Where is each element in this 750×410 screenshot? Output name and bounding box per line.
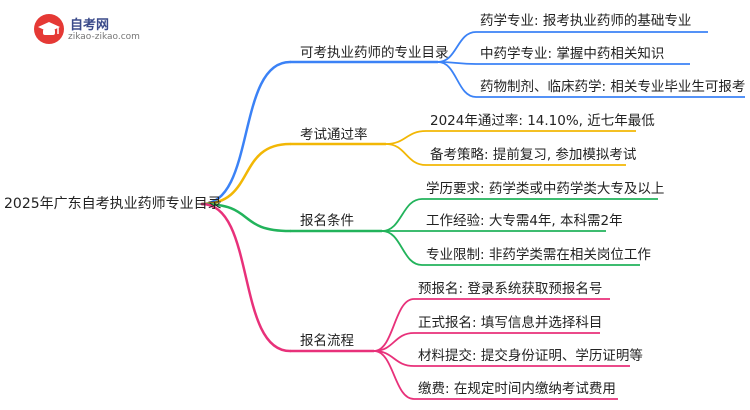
branch-connector: [200, 60, 292, 206]
leaf-label: 工作经验: 大专需4年, 本科需2年: [426, 213, 623, 229]
branch-label: 报名条件: [300, 213, 354, 229]
leaf-label: 药学专业: 报考执业药师的基础专业: [480, 13, 692, 29]
branch-label: 可考执业药师的专业目录: [300, 45, 449, 61]
leaf-connector: [373, 298, 415, 352]
leaf-label: 材料提交: 提交身份证明、学历证明等: [418, 348, 643, 364]
leaf-node: 备考策略: 提前复习, 参加模拟考试: [430, 146, 636, 164]
leaf-node: 正式报名: 填写信息并选择科目: [418, 314, 602, 332]
leaf-label: 缴费: 在规定时间内缴纳考试费用: [418, 381, 616, 397]
leaf-connector: [437, 31, 477, 63]
branch-connector: [200, 142, 292, 206]
logo-name: 自考网: [70, 18, 110, 33]
leaf-connector: [373, 350, 415, 400]
branch-connector: [200, 202, 292, 353]
leaf-node: 2024年通过率: 14.10%, 近七年最低: [430, 112, 655, 130]
leaf-label: 专业限制: 非药学类需在相关岗位工作: [426, 247, 651, 263]
branch-node-requirements: 报名条件: [300, 212, 354, 230]
leaf-connector: [385, 130, 427, 145]
branch-node-majors: 可考执业药师的专业目录: [300, 44, 449, 62]
leaf-connector: [381, 230, 423, 266]
graduation-cap-icon: [34, 14, 64, 44]
leaf-node: 缴费: 在规定时间内缴纳考试费用: [418, 380, 616, 398]
leaf-node: 材料提交: 提交身份证明、学历证明等: [418, 347, 643, 365]
leaf-connector: [437, 61, 477, 98]
branch-node-pass-rate: 考试通过率: [300, 126, 368, 144]
branch-label: 报名流程: [300, 333, 354, 349]
root-label: 2025年广东自考执业药师专业目录: [4, 196, 222, 212]
leaf-label: 预报名: 登录系统获取预报名号: [418, 281, 603, 297]
leaf-label: 药物制剂、临床药学: 相关专业毕业生可报考: [480, 79, 746, 95]
branch-label: 考试通过率: [300, 127, 368, 143]
leaf-connector: [385, 143, 427, 166]
leaf-node: 中药学专业: 掌握中药相关知识: [480, 45, 664, 63]
leaf-node: 预报名: 登录系统获取预报名号: [418, 280, 602, 298]
leaf-node: 学历要求: 药学类或中药学类大专及以上: [426, 180, 664, 198]
leaf-label: 正式报名: 填写信息并选择科目: [418, 315, 603, 331]
logo-domain: zikao-zikao.com: [68, 32, 140, 42]
leaf-node: 工作经验: 大专需4年, 本科需2年: [426, 212, 623, 230]
leaf-node: 专业限制: 非药学类需在相关岗位工作: [426, 246, 651, 264]
leaf-label: 备考策略: 提前复习, 参加模拟考试: [430, 147, 637, 163]
leaf-connector: [381, 198, 423, 232]
leaf-node: 药物制剂、临床药学: 相关专业毕业生可报考: [480, 78, 745, 96]
branch-connector: [200, 202, 292, 233]
leaf-label: 2024年通过率: 14.10%, 近七年最低: [430, 113, 655, 129]
leaf-node: 药学专业: 报考执业药师的基础专业: [480, 12, 691, 30]
site-logo: 自考网 zikao-zikao.com: [34, 12, 144, 50]
leaf-label: 学历要求: 药学类或中药学类大专及以上: [426, 181, 665, 197]
root-node: 2025年广东自考执业药师专业目录: [4, 195, 222, 213]
leaf-label: 中药学专业: 掌握中药相关知识: [480, 46, 665, 62]
branch-node-process: 报名流程: [300, 332, 354, 350]
